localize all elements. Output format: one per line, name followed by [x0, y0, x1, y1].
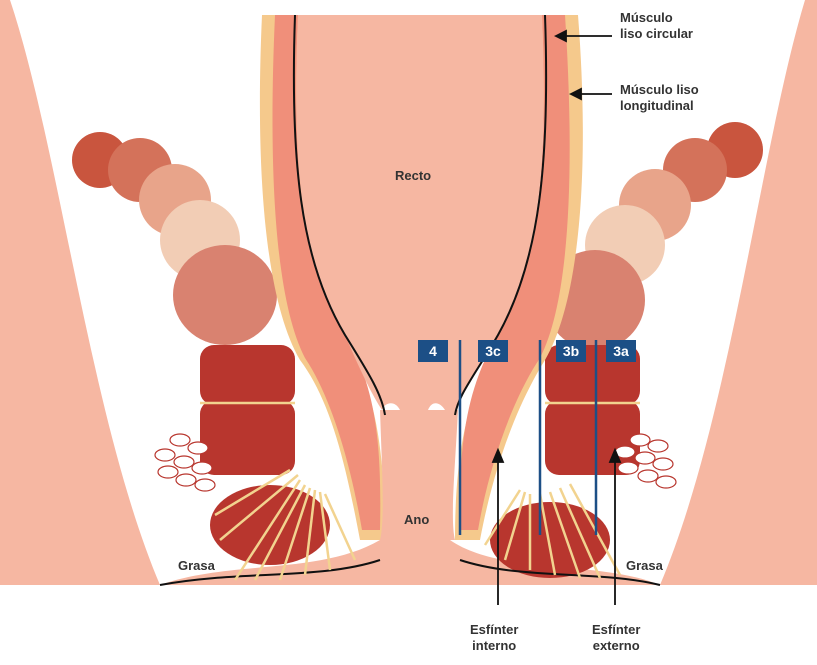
levator-ani-left: [72, 132, 277, 345]
grade-badge-3b: 3b: [556, 340, 586, 362]
grade-badge-4: 4: [418, 340, 448, 362]
label-circular-muscle: Músculo liso circular: [620, 10, 693, 42]
label-internal-sphincter: Esfínter interno: [470, 622, 518, 654]
label-fat-left: Grasa: [178, 558, 215, 574]
label-longitudinal-muscle: Músculo liso longitudinal: [620, 82, 699, 114]
label-rectum: Recto: [395, 168, 431, 184]
label-external-sphincter: Esfínter externo: [592, 622, 640, 654]
left-buttock: [0, 0, 160, 585]
grade-badge-3c: 3c: [478, 340, 508, 362]
label-anus: Ano: [404, 512, 429, 528]
grade-badge-3a: 3a: [606, 340, 636, 362]
label-fat-right: Grasa: [626, 558, 663, 574]
